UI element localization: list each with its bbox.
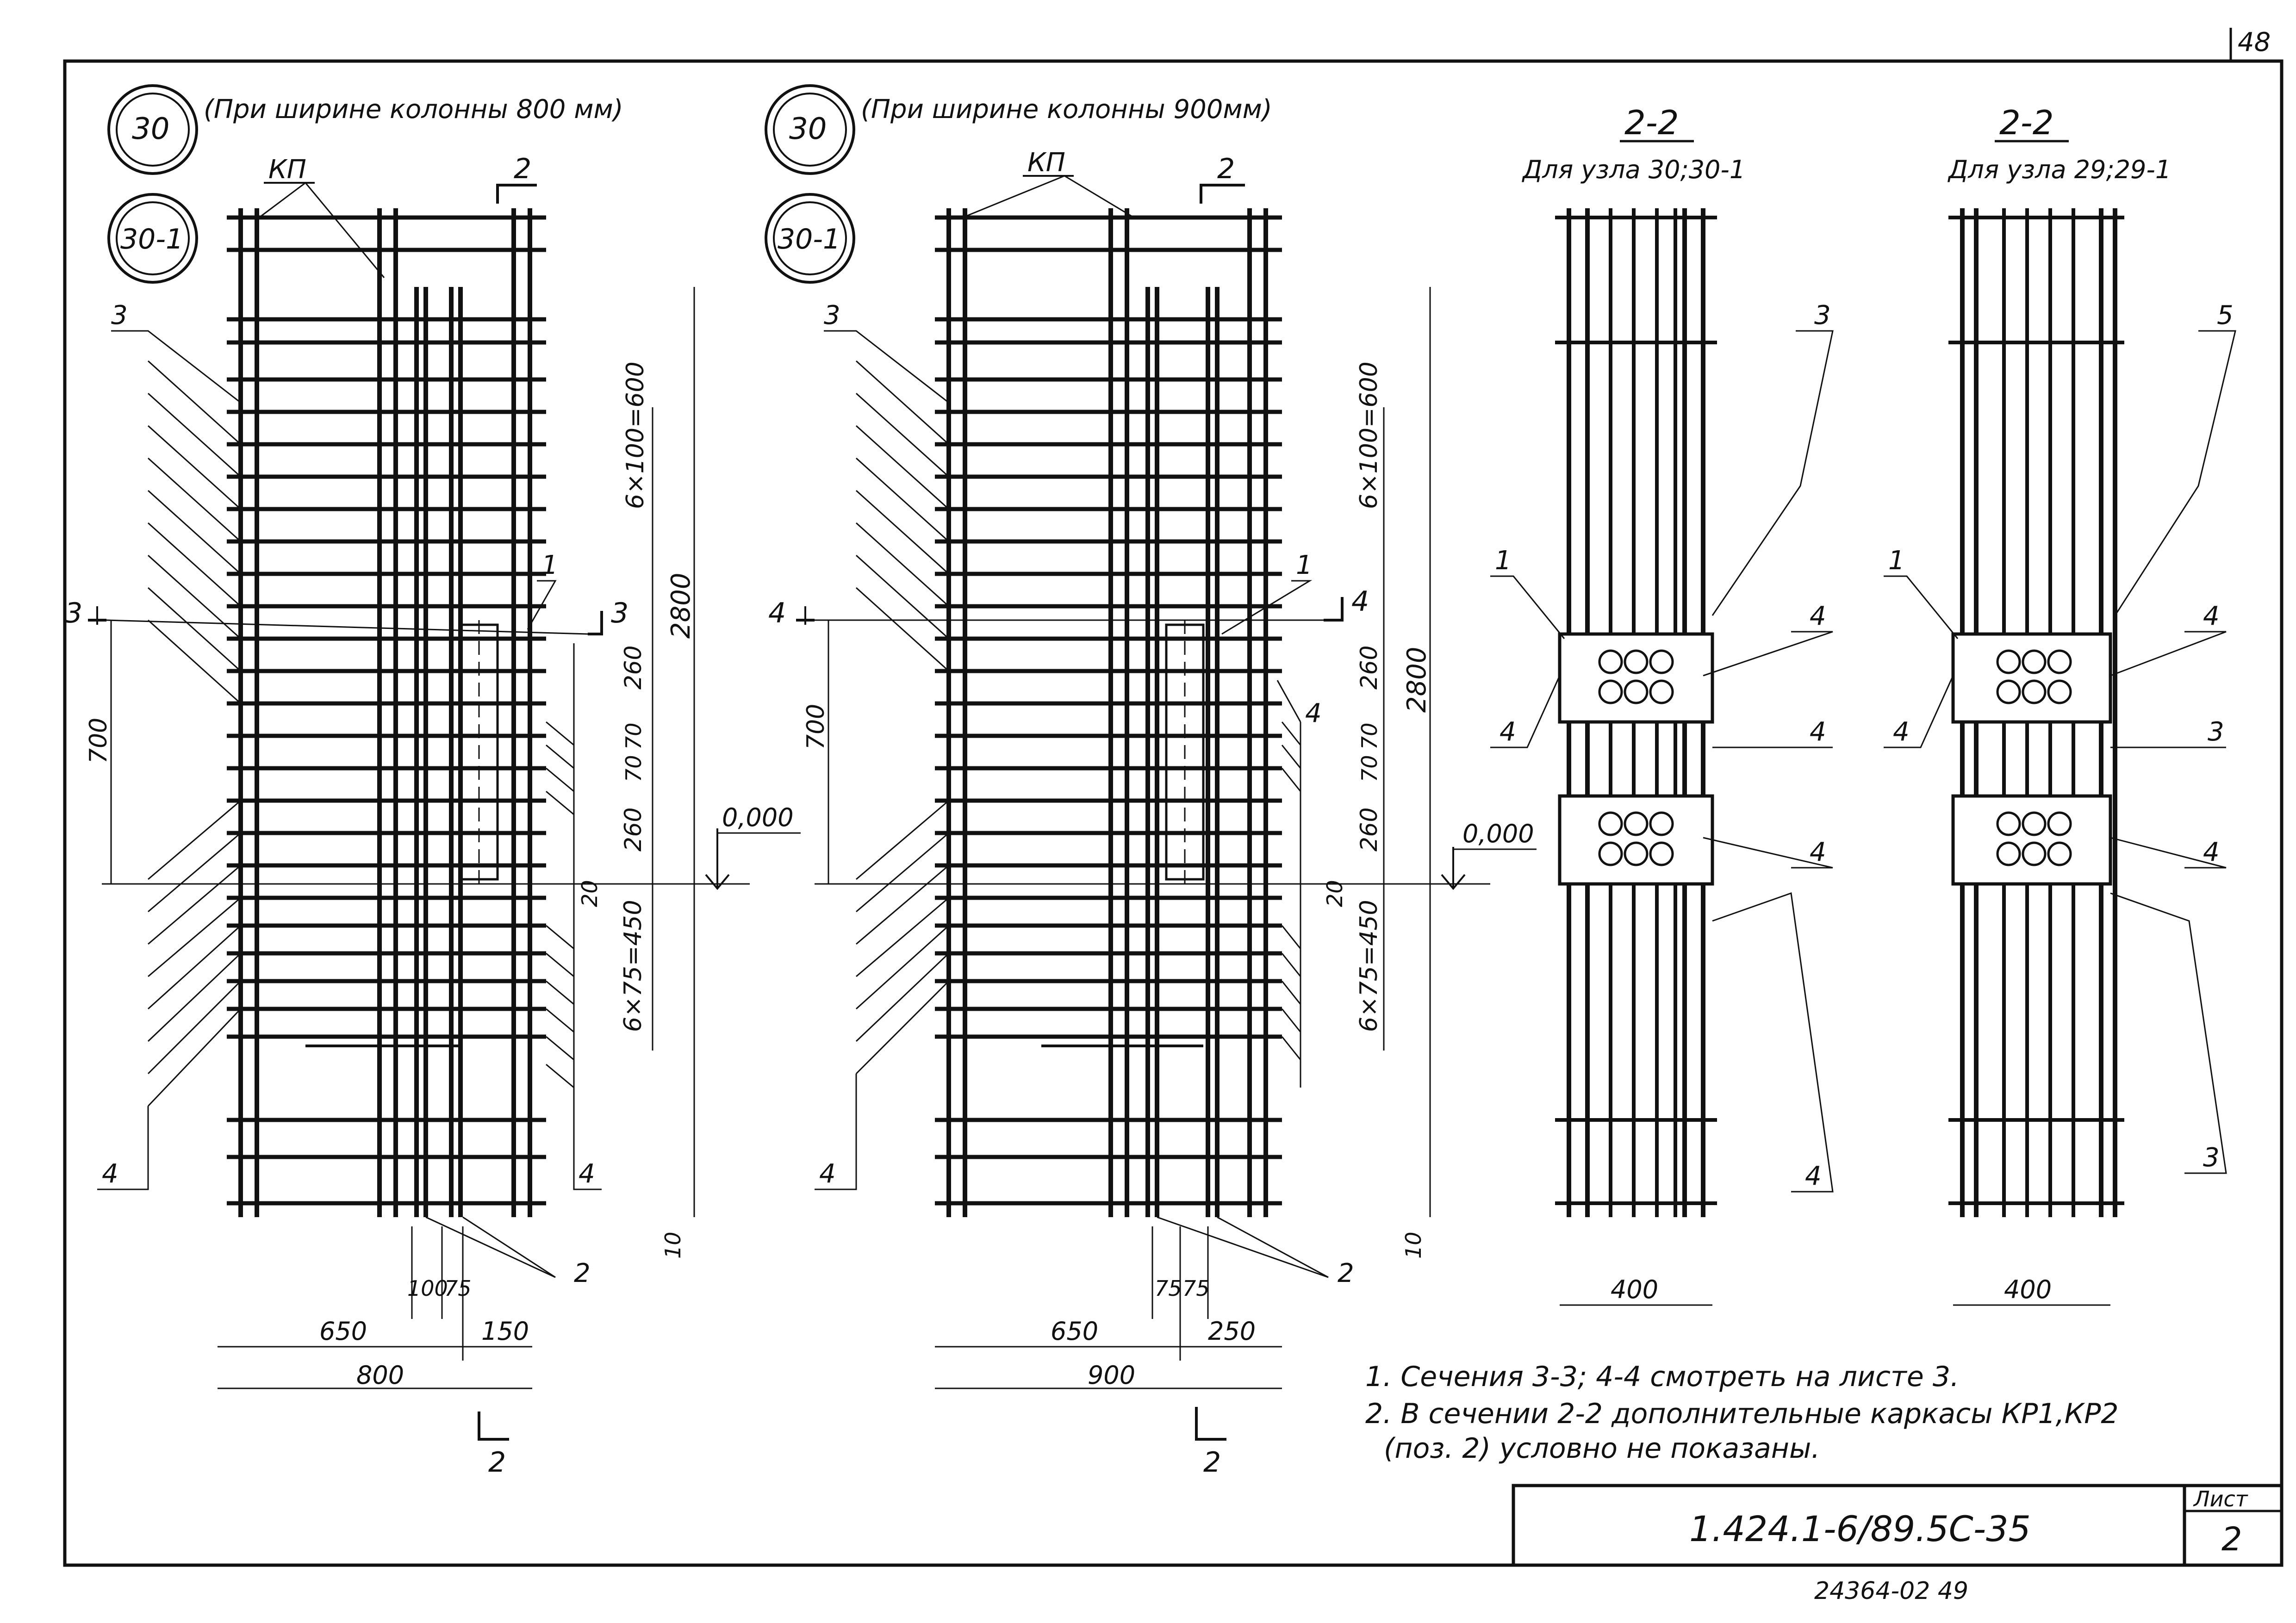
sheet-label: Лист [2193,1486,2248,1511]
section-a-label-4-right-bottom: 4 [1810,837,1826,867]
dim-260a: 260 [620,646,647,690]
section-b-label-3-bottom: 3 [2203,1143,2220,1173]
section-a-label-1: 1 [1495,546,1512,576]
drawing-frame [63,59,2284,1567]
dim-70b-b: 70 [1357,755,1382,782]
cut-4-right: 4 [1351,585,1369,618]
dim-10: 10 [660,1231,685,1259]
leader-4-b: 4 [819,1159,836,1189]
node-mark-30: 30 [132,112,169,146]
dim-150: 150 [481,1317,529,1346]
section-a-label-4-bottom: 4 [1805,1161,1822,1191]
page-number: 48 [2238,27,2271,57]
leader-3: 3 [111,300,128,330]
leader-4: 4 [102,1159,118,1189]
kp-label: КП [268,155,306,185]
leader-right-4: 4 [579,1159,595,1189]
section-a-title: 2-2 [1624,103,1679,142]
item-1: 1 [541,550,558,580]
section-a-label-4-left: 4 [1500,717,1516,747]
dim-75a-b: 75 [1155,1276,1182,1301]
section-mark-bottom-b: 2 [1203,1446,1221,1479]
dim-800: 800 [356,1361,404,1390]
dim-6x100: 6×100=600 [622,361,649,509]
dim-75b-b: 75 [1182,1276,1210,1301]
cut-3-left: 3 [65,597,82,629]
dim-70a: 70 [621,722,646,750]
item-2: 2 [574,1258,591,1288]
cut-4-left: 4 [768,597,786,629]
section-b-label-5: 5 [2217,300,2234,330]
dim-70b: 70 [621,755,646,782]
leader-right-4-b: 4 [1305,698,1322,728]
note-2-cont: (поз. 2) условно не показаны. [1384,1432,1820,1465]
section-mark-bottom: 2 [488,1446,506,1479]
dim-700-b: 700 [802,704,830,750]
section-a-label-3: 3 [1814,300,1831,330]
notes: 1. Сечения 3-3; 4-4 смотреть на листе 3.… [1365,1361,2119,1465]
left-drawing: 30 30-1 (При ширине колонны 800 мм) КП 2 [65,84,801,1479]
section-a: 2-2 Для узла 30;30-1 3 [1490,103,1834,1306]
section-b-label-1: 1 [1888,546,1905,576]
dim-6x100-b: 6×100=600 [1355,361,1383,509]
level-mark-b: 0,000 [1462,819,1534,848]
dim-650-b: 650 [1051,1317,1098,1346]
dim-2800-b: 2800 [1402,647,1432,713]
document-code: 1.424.1-6/89.5С-35 [1689,1508,2031,1549]
section-mark-top: 2 [514,153,531,185]
note-2: 2. В сечении 2-2 дополнительные каркасы … [1365,1398,2119,1430]
dim-2800: 2800 [666,572,696,639]
dim-900-b: 900 [1088,1361,1135,1390]
sheet-number: 2 [2221,1520,2242,1558]
node-mark-30-1-b: 30-1 [778,223,840,255]
middle-heading: (При ширине колонны 900мм) [861,94,1272,124]
dim-260a-b: 260 [1356,646,1382,690]
dim-100: 100 [407,1276,448,1301]
title-block: 1.424.1-6/89.5С-35 Лист 2 [1512,1484,2284,1567]
level-mark: 0,000 [722,803,794,832]
section-a-dim-400: 400 [1611,1275,1658,1304]
section-a-subtitle: Для узла 30;30-1 [1522,155,1745,184]
section-mark-top-b: 2 [1217,153,1235,185]
dim-250-b: 250 [1208,1317,1256,1346]
section-b: 2-2 Для узла 29;29-1 5 [1884,103,2236,1306]
section-b-title: 2-2 [1999,103,2054,142]
dim-10-b: 10 [1401,1231,1426,1259]
archive-number: 24364-02 49 [1814,1577,1968,1605]
dim-650: 650 [319,1317,367,1346]
section-a-label-4-right-top: 4 [1810,601,1826,631]
leader-3-b: 3 [824,300,840,330]
left-heading: (При ширине колонны 800 мм) [204,94,623,124]
dim-6x75-b: 6×75=450 [1355,900,1383,1032]
dim-700: 700 [85,718,112,764]
dim-70a-b: 70 [1357,722,1382,750]
node-mark-30-1: 30-1 [120,223,183,255]
note-1: 1. Сечения 3-3; 4-4 смотреть на листе 3. [1365,1361,1959,1393]
dim-75: 75 [444,1276,472,1301]
item-1-b: 1 [1296,550,1313,580]
section-b-label-4-left: 4 [1893,717,1910,747]
section-b-subtitle: Для узла 29;29-1 [1948,155,2171,184]
dim-6x75: 6×75=450 [619,900,647,1032]
section-b-label-4-right-top: 4 [2203,601,2220,631]
dim-260b: 260 [620,808,647,852]
middle-drawing: 30 30-1 (При ширине колонны 900мм) КП 2 [765,84,1537,1479]
dim-260b-b: 260 [1356,808,1382,852]
section-b-label-3-mid: 3 [2208,717,2224,747]
item-2-b: 2 [1338,1258,1354,1288]
section-a-label-4-mid: 4 [1810,717,1826,747]
node-mark-30-b: 30 [789,112,827,146]
cut-3-right: 3 [611,597,628,629]
section-b-dim-400: 400 [2004,1275,2052,1304]
kp-label-b: КП [1027,148,1065,178]
